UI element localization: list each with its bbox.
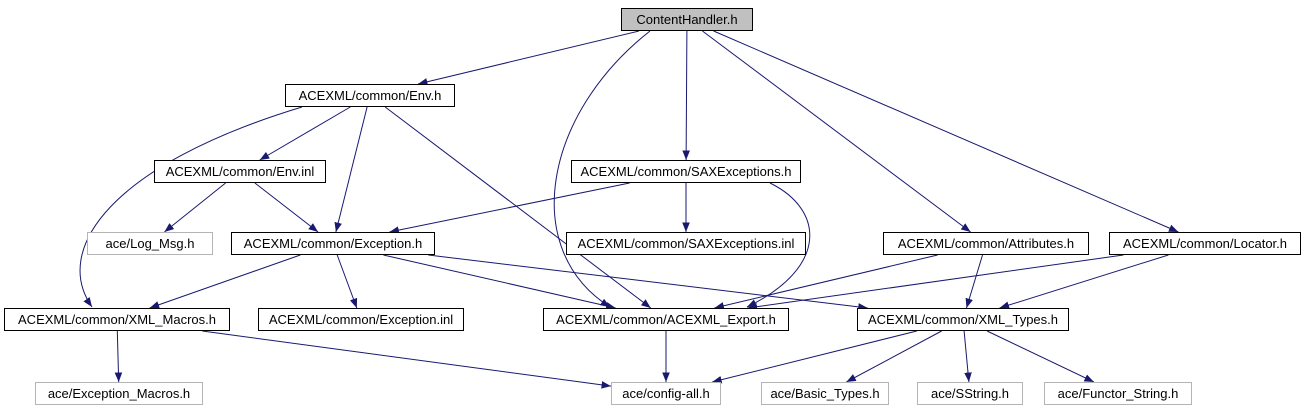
graph-node-functor_string: ace/Functor_String.h bbox=[1044, 382, 1192, 405]
graph-node-contenthandler: ContentHandler.h bbox=[621, 8, 753, 31]
edge-env_inl-to-log_msg bbox=[164, 182, 226, 233]
edge-env_h-to-env_inl bbox=[259, 106, 351, 161]
edge-contenthandler-to-acexml_export bbox=[553, 30, 651, 308]
edge-saxexceptions_h-to-acexml_export bbox=[746, 182, 811, 308]
edge-env_h-to-xml_macros bbox=[79, 106, 303, 308]
graph-node-env_inl[interactable]: ACEXML/common/Env.inl bbox=[154, 160, 326, 183]
edge-saxexceptions_h-to-exception_h bbox=[389, 182, 630, 234]
edge-locator_h-to-acexml_export bbox=[747, 254, 1124, 311]
edge-exception_h-to-xml_types bbox=[428, 254, 868, 311]
edge-xml_types-to-config_all bbox=[712, 330, 917, 384]
edge-attributes_h-to-acexml_export bbox=[714, 254, 938, 310]
edge-xml_macros-to-config_all bbox=[202, 330, 612, 389]
edge-contenthandler-to-locator_h bbox=[713, 30, 1179, 233]
graph-node-xml_types[interactable]: ACEXML/common/XML_Types.h bbox=[857, 308, 1069, 331]
edge-env_h-to-acexml_export bbox=[384, 106, 652, 309]
graph-node-attributes_h[interactable]: ACEXML/common/Attributes.h bbox=[883, 232, 1089, 255]
edge-xml_macros-to-exception_macros bbox=[114, 330, 123, 383]
edge-contenthandler-to-env_h bbox=[417, 30, 640, 86]
edge-env_inl-to-exception_h bbox=[254, 182, 319, 233]
graph-node-log_msg: ace/Log_Msg.h bbox=[87, 232, 213, 255]
edge-exception_h-to-xml_macros bbox=[149, 254, 301, 309]
graph-node-saxexceptions_inl[interactable]: ACEXML/common/SAXExceptions.inl bbox=[566, 232, 806, 255]
edge-env_h-to-exception_h bbox=[334, 106, 368, 233]
graph-node-locator_h[interactable]: ACEXML/common/Locator.h bbox=[1109, 232, 1301, 255]
edge-locator_h-to-xml_types bbox=[999, 254, 1169, 309]
edge-xml_types-to-basic_types bbox=[846, 330, 942, 383]
graph-node-acexml_export[interactable]: ACEXML/common/ACEXML_Export.h bbox=[543, 308, 789, 331]
edge-contenthandler-to-attributes_h bbox=[702, 30, 971, 233]
graph-node-env_h[interactable]: ACEXML/common/Env.h bbox=[285, 84, 455, 107]
graph-node-saxexceptions_h[interactable]: ACEXML/common/SAXExceptions.h bbox=[571, 160, 801, 183]
graph-node-basic_types: ace/Basic_Types.h bbox=[761, 382, 889, 405]
edge-contenthandler-to-saxexceptions_h bbox=[682, 30, 690, 161]
edge-xml_types-to-sstring bbox=[963, 330, 972, 383]
graph-node-config_all: ace/config-all.h bbox=[611, 382, 721, 405]
edge-exception_h-to-acexml_export bbox=[383, 254, 616, 310]
graph-node-exception_h[interactable]: ACEXML/common/Exception.h bbox=[231, 232, 435, 255]
graph-node-exception_inl[interactable]: ACEXML/common/Exception.inl bbox=[258, 308, 464, 331]
graph-node-exception_macros: ace/Exception_Macros.h bbox=[35, 382, 203, 405]
edge-attributes_h-to-xml_types bbox=[965, 254, 983, 309]
edge-exception_h-to-exception_inl bbox=[336, 254, 358, 309]
graph-node-sstring: ace/SString.h bbox=[917, 382, 1023, 405]
graph-node-xml_macros[interactable]: ACEXML/common/XML_Macros.h bbox=[4, 308, 230, 331]
edge-xml_types-to-functor_string bbox=[986, 330, 1095, 383]
